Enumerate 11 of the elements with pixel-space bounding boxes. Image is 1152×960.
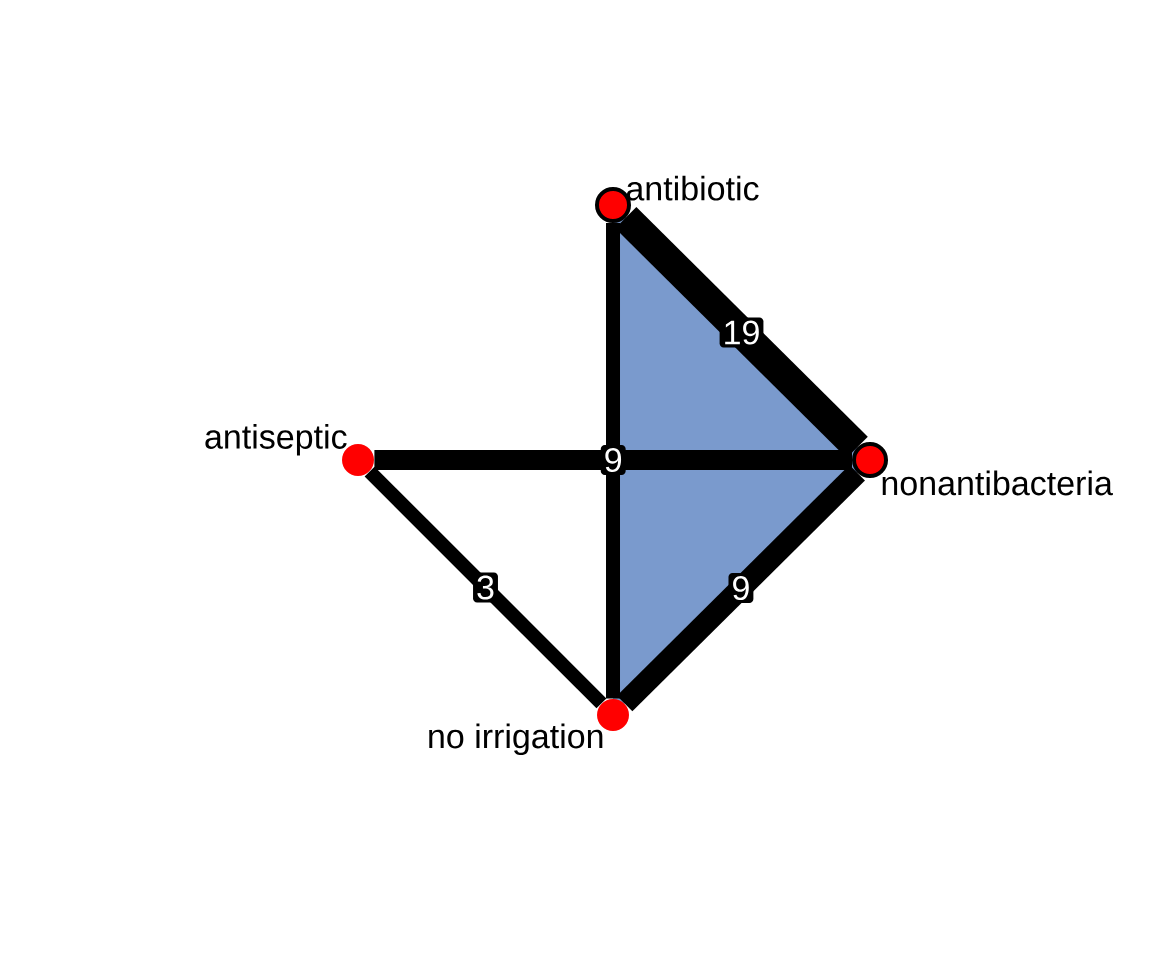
edge-label: 19 bbox=[719, 317, 764, 348]
edge-line bbox=[606, 223, 620, 699]
edge-line bbox=[364, 466, 607, 709]
node-label: nonantibacteria bbox=[882, 470, 1113, 496]
node-label: no irrigation bbox=[429, 723, 603, 756]
edge-label: 3 bbox=[473, 572, 498, 603]
node-label: antiseptic bbox=[205, 423, 347, 456]
edge-label: 9 bbox=[728, 573, 754, 604]
node-label: antibiotic bbox=[626, 175, 759, 201]
edge-line bbox=[374, 450, 852, 470]
edge-line bbox=[616, 464, 865, 712]
